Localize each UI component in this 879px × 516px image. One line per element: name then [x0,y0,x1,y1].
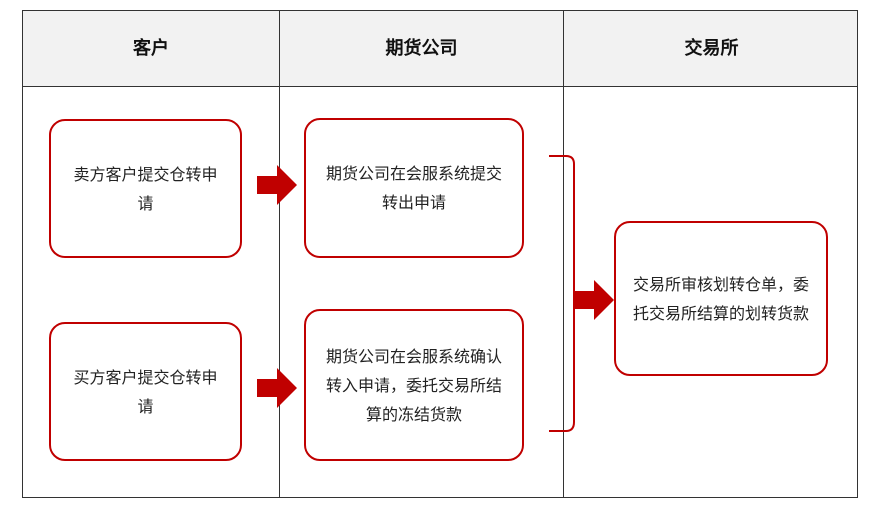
column-divider [563,11,564,497]
seller-request-box: 卖方客户提交仓转申请 [49,119,242,258]
bracket-line [549,155,575,432]
futures-in-box: 期货公司在会服系统确认转入申请，委托交易所结算的冻结货款 [304,309,524,461]
exchange-review-text: 交易所审核划转仓单，委托交易所结算的划转货款 [632,274,809,323]
table-header [23,11,857,87]
column-divider [279,11,280,497]
arrow-right-icon [257,368,297,408]
futures-out-box: 期货公司在会服系统提交转出申请 [304,118,524,258]
buyer-request-text: 买方客户提交仓转申请 [73,367,218,416]
futures-out-text: 期货公司在会服系统提交转出申请 [325,164,502,212]
header-exchange: 交易所 [684,38,739,59]
arrow-right-icon [257,165,297,205]
header-futures-company: 期货公司 [385,38,458,59]
exchange-review-box: 交易所审核划转仓单，委托交易所结算的划转货款 [614,221,828,376]
seller-request-text: 卖方客户提交仓转申请 [73,164,218,213]
flow-table: 客户 期货公司 交易所 [22,10,858,498]
arrow-right-icon [574,280,614,320]
header-client: 客户 [133,38,169,59]
futures-in-text: 期货公司在会服系统确认转入申请，委托交易所结算的冻结货款 [325,346,502,424]
buyer-request-box: 买方客户提交仓转申请 [49,322,242,461]
